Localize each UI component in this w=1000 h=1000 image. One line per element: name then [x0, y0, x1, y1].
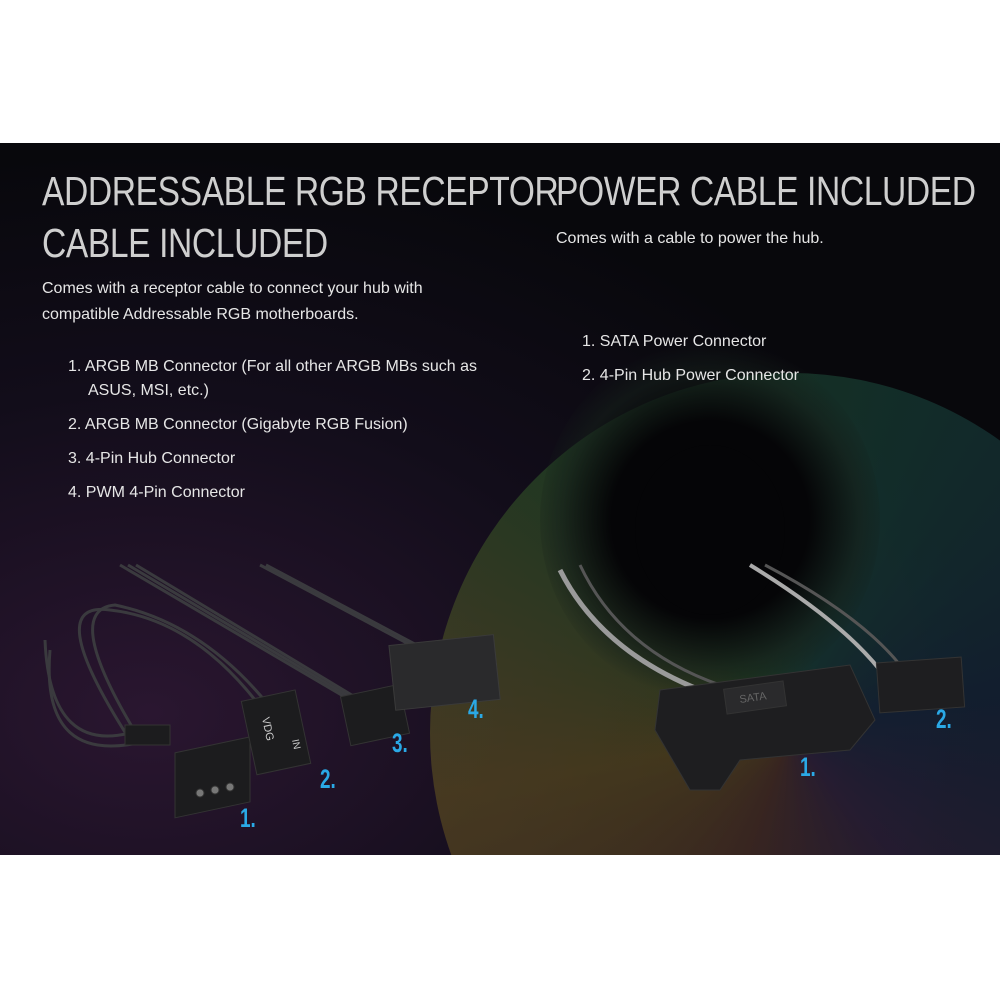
cable-wires — [43, 563, 902, 748]
in-label: IN — [289, 738, 302, 750]
hub-power-connector — [875, 656, 966, 714]
right-title: POWER CABLE INCLUDED — [556, 168, 976, 214]
vdg-label: VDG — [259, 716, 276, 742]
callout-left-3: 3. — [392, 728, 408, 758]
gigabyte-connector — [240, 689, 312, 776]
list-item: 1. ARGB MB Connector (For all other ARGB… — [68, 358, 478, 399]
callout-right-2: 2. — [936, 704, 952, 734]
left-title-line2: CABLE INCLUDED — [42, 220, 328, 266]
sata-connector — [654, 664, 876, 791]
left-description: Comes with a receptor cable to connect y… — [42, 276, 423, 328]
fan-hub — [635, 445, 785, 615]
callout-left-2: 2. — [320, 764, 336, 794]
list-item: 1. SATA Power Connector — [582, 333, 767, 350]
right-description: Comes with a cable to power the hub. — [556, 230, 824, 247]
pwm-4pin-connector — [388, 634, 501, 711]
list-item: 2. 4-Pin Hub Power Connector — [582, 367, 799, 384]
left-description-line2: compatible Addressable RGB motherboards. — [42, 306, 359, 323]
callout-left-4: 4. — [468, 694, 484, 724]
list-item: 3. 4-Pin Hub Connector — [68, 450, 236, 467]
list-item: 2. ARGB MB Connector (Gigabyte RGB Fusio… — [68, 416, 408, 433]
callout-left-1: 1. — [240, 803, 256, 833]
left-title-line1: ADDRESSABLE RGB RECEPTOR — [42, 168, 559, 214]
list-item: 4. PWM 4-Pin Connector — [68, 484, 245, 501]
right-connector-list: 1. SATA Power Connector 2. 4-Pin Hub Pow… — [582, 330, 982, 398]
argb-connector — [124, 724, 251, 819]
left-description-line1: Comes with a receptor cable to connect y… — [42, 280, 423, 297]
callout-right-1: 1. — [800, 752, 816, 782]
sata-label: SATA — [739, 690, 768, 706]
left-connector-list: 1. ARGB MB Connector (For all other ARGB… — [68, 355, 508, 515]
